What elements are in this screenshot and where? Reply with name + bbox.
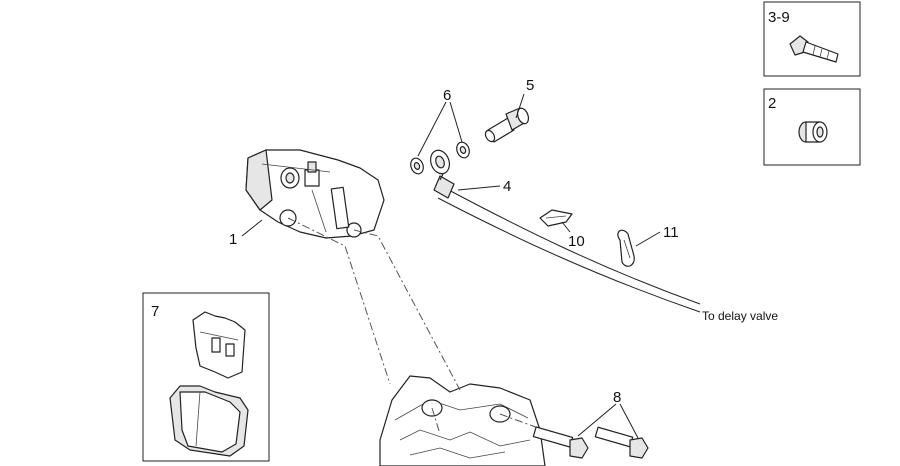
callout-10: 10 <box>568 233 585 250</box>
hose-destination-note: To delay valve <box>702 309 778 323</box>
brake-caliper <box>245 149 385 239</box>
mounting-bolts <box>532 426 649 459</box>
inset-box-bolt-label: 3-9 <box>768 9 790 26</box>
callout-6: 6 <box>443 87 451 104</box>
inset-box-brake-pads: 7 <box>142 292 270 462</box>
brake-pad-upper-icon <box>192 311 246 379</box>
bolt-small-icon <box>789 35 839 63</box>
banjo-bolt <box>484 107 530 143</box>
hose-clip <box>539 209 573 227</box>
sealing-washers <box>410 141 470 175</box>
inset-box-brake-pads-label: 7 <box>151 303 159 320</box>
inset-box-bolt: 3-9 <box>763 1 861 77</box>
brake-hose <box>429 149 701 313</box>
callout-5: 5 <box>526 77 534 94</box>
mounting-bolt-left <box>532 426 589 459</box>
spring-clip <box>617 229 635 267</box>
callout-8: 8 <box>613 389 621 406</box>
inset-box-spacer: 2 <box>763 88 861 166</box>
inset-box-spacer-label: 2 <box>768 95 776 112</box>
callout-4: 4 <box>503 178 511 195</box>
callout-leaders <box>241 93 661 439</box>
spacer-bushing-icon <box>798 121 828 143</box>
mounting-bolt-right <box>594 426 649 459</box>
callout-11: 11 <box>663 224 679 241</box>
callout-1: 1 <box>229 231 237 248</box>
brake-pad-lower-icon <box>169 385 249 457</box>
